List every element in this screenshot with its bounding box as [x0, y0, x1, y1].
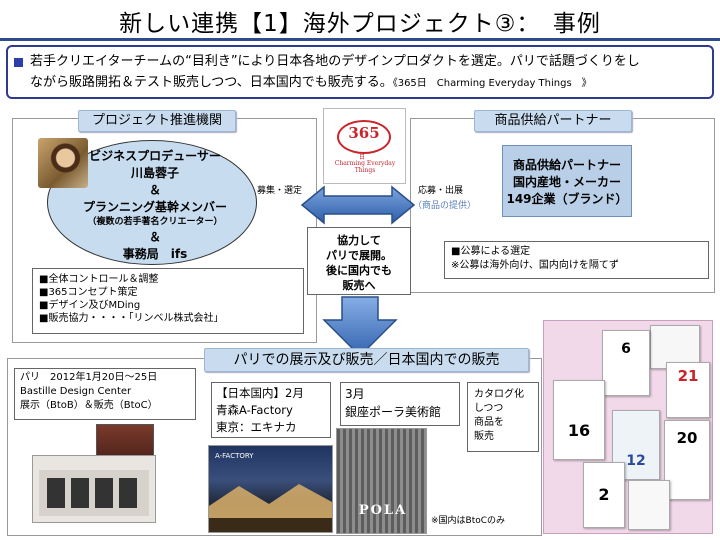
logo-subtitle: Charming Everyday Things [334, 160, 396, 174]
intro-line-1: 若手クリエイターチームの“目利き”により日本各地のデザインプロダクトを選定。パリ… [30, 54, 640, 69]
coop-line: パリで展開。 [326, 249, 392, 262]
title-divider [0, 38, 720, 41]
pola-museum-photo [336, 428, 427, 534]
calendar-day: 12 [626, 453, 646, 469]
calendar-day: 2 [598, 485, 610, 504]
tag-project-promoter: プロジェクト推進機関 [78, 110, 236, 132]
partner-line: 国内産地・メーカー [512, 175, 621, 189]
calendar-page: 16 [553, 380, 605, 460]
public-recruitment-box: ■公募による選定 ※公募は海外向け、国内向けを隔てず [444, 241, 709, 279]
calendar-page: 20 [664, 420, 710, 500]
paris-event-box: パリ 2012年1月20日～25日 Bastille Design Center… [14, 368, 196, 420]
intro-box: 若手クリエイターチームの“目利き”により日本各地のデザインプロダクトを選定。パリ… [6, 45, 714, 99]
venue-interior-graphic [39, 470, 149, 516]
ginza-month: 3月 [345, 387, 365, 401]
calendar-page [628, 480, 670, 530]
calendar-page: 6 [602, 330, 650, 396]
partner-line: 149企業（ブランド） [506, 192, 628, 206]
list-item: ■デザイン及びMDing [39, 300, 141, 311]
producer-photo [38, 138, 88, 188]
tag-supply-partner: 商品供給パートナー [474, 110, 632, 132]
coop-line: 協力して [337, 234, 381, 247]
japan-domestic-box: 【日本国内】2月 青森A-Factory 東京：エキナカ [211, 382, 331, 438]
organisation-text: ビジネスプロデューサー 川島蓉子 ＆ プランニング基幹メンバー （複数の若手著名… [60, 148, 250, 263]
cooperation-box: 協力して パリで展開。 後に国内でも 販売へ [307, 227, 411, 295]
logo-365: 365 [337, 120, 391, 154]
koubo-line: ■公募による選定 [451, 246, 531, 257]
calendar-page [650, 325, 700, 369]
calendar-page: 2 [583, 462, 625, 528]
producer-name: 川島蓉子 [130, 166, 179, 180]
calendar-day: 20 [676, 429, 698, 447]
afactory-building-graphic [209, 484, 332, 532]
catalog-box: カタログ化 しつつ 商品を 販売 [467, 382, 539, 452]
calendar-day: 6 [621, 341, 631, 357]
paris-date: パリ 2012年1月20日～25日 [20, 372, 158, 383]
catalog-line: しつつ [474, 403, 504, 414]
pola-sign: POLA [358, 503, 408, 518]
calendar-day: 16 [567, 421, 591, 440]
japan-month: 【日本国内】2月 [216, 386, 304, 400]
japan-venue-aomori: 青森A-Factory [216, 403, 293, 417]
paris-format: 展示（BtoB）＆販売（BtoC） [20, 400, 158, 411]
label-apply-exhibit: 応募・出展 [418, 186, 464, 196]
down-arrow-icon [322, 296, 398, 358]
list-item: ■全体コントロール＆調整 [39, 274, 159, 285]
list-item: ■365コンセプト策定 [39, 287, 138, 298]
tag-paris-japan-sales: パリでの展示及び販売／日本国内での販売 [204, 348, 529, 372]
coop-line: 後に国内でも [326, 264, 392, 277]
coop-line: 販売へ [342, 279, 376, 292]
intro-line-2: ながら販路開拓＆テスト販売しつつ、日本国内でも販売する。 [30, 75, 393, 90]
catalog-line: 商品を [474, 417, 504, 428]
role-planning: プランニング基幹メンバー [82, 200, 227, 214]
square-bullet-icon [14, 58, 23, 67]
role-creators: （複数の若手著名クリエーター） [87, 217, 223, 227]
ginza-venue: 銀座ポーラ美術館 [345, 405, 442, 419]
japan-venue-tokyo: 東京：エキナカ [216, 420, 297, 434]
ampersand-2: ＆ [148, 230, 161, 244]
koubo-line: ※公募は海外向け、国内向けを隔てず [451, 260, 619, 271]
logo-nichi: 日 [359, 154, 366, 161]
afactory-photo [208, 445, 333, 533]
paris-venue-photo [32, 455, 156, 523]
afactory-label: A-FACTORY [215, 452, 254, 460]
catalog-line: カタログ化 [474, 389, 524, 400]
list-item: ■販売協力・・・・「リンベル株式会社」 [39, 313, 224, 324]
paris-venue: Bastille Design Center [20, 386, 132, 397]
page-title: 新しい連携【1】海外プロジェクト③： 事例 [119, 11, 601, 37]
intro-concept: 《365日 Charming Everyday Things 》 [392, 78, 592, 89]
role-producer: ビジネスプロデューサー [89, 149, 221, 163]
ginza-box: 3月 銀座ポーラ美術館 [340, 382, 460, 426]
calendar-day: 21 [677, 367, 699, 385]
ampersand-1: ＆ [148, 183, 161, 197]
responsibility-list: ■全体コントロール＆調整 ■365コンセプト策定 ■デザイン及びMDing ■販… [32, 268, 304, 334]
double-arrow-icon [300, 185, 416, 225]
label-product-provision: （商品の提供） [413, 201, 477, 211]
calendar-page: 21 [666, 362, 710, 418]
partner-summary-box: 商品供給パートナー 国内産地・メーカー 149企業（ブランド） [502, 145, 632, 217]
partner-line: 商品供給パートナー [512, 158, 621, 172]
domestic-note: ※国内はBtoCのみ [431, 516, 506, 526]
catalog-line: 販売 [474, 431, 494, 442]
role-secretariat: 事務局 ifs [122, 247, 188, 261]
label-recruit-select: 募集・選定 [257, 186, 303, 196]
